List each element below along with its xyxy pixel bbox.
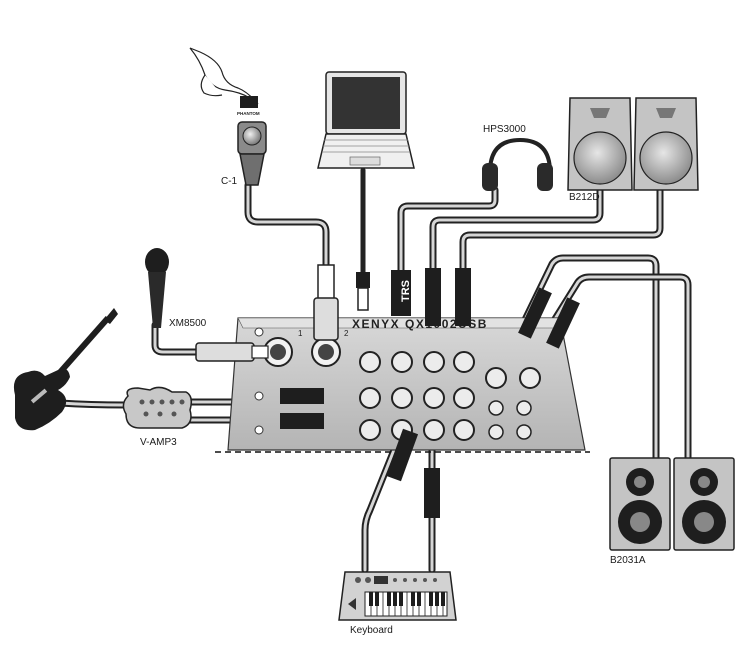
b2031a-monitor-right <box>673 457 735 551</box>
b212d-label: B212D <box>569 192 600 203</box>
b2031a-label: B2031A <box>610 555 646 566</box>
hps3000-label: HPS3000 <box>483 124 526 135</box>
screws <box>254 327 264 435</box>
c1-condenser-mic: PHANTOM <box>189 47 267 186</box>
electric-guitar <box>13 308 118 431</box>
jack-row-bottom <box>359 419 475 441</box>
vamp3-guitar-amp <box>122 386 193 429</box>
trs-label: TRS <box>400 280 412 302</box>
jack-row-top <box>359 351 541 389</box>
headphones-hps3000 <box>482 137 553 191</box>
b212d-speaker-left <box>567 97 633 191</box>
jack-row-middle <box>359 387 475 409</box>
vamp3-label: V-AMP3 <box>140 437 177 448</box>
xm8500-label: XM8500 <box>169 318 207 329</box>
plugs: TRS <box>195 264 580 518</box>
xm8500-mic <box>145 248 169 328</box>
xlr-input-2 <box>311 337 341 367</box>
midi-keyboard <box>338 571 457 621</box>
phantom-button <box>240 96 258 108</box>
rca-jacks <box>488 400 532 440</box>
trs-plug <box>391 270 411 316</box>
laptop <box>317 71 415 169</box>
channel-number-1: 1 <box>298 329 303 338</box>
c1-label: C-1 <box>221 176 238 187</box>
b212d-speaker-right <box>633 97 699 191</box>
channel-number-2: 2 <box>344 329 349 338</box>
b2031a-monitor-left <box>609 457 671 551</box>
mixer-brand: XENYX QX1002USB <box>352 317 488 331</box>
phantom-label: PHANTOM <box>237 111 260 116</box>
keyboard-label: Keyboard <box>350 625 393 636</box>
